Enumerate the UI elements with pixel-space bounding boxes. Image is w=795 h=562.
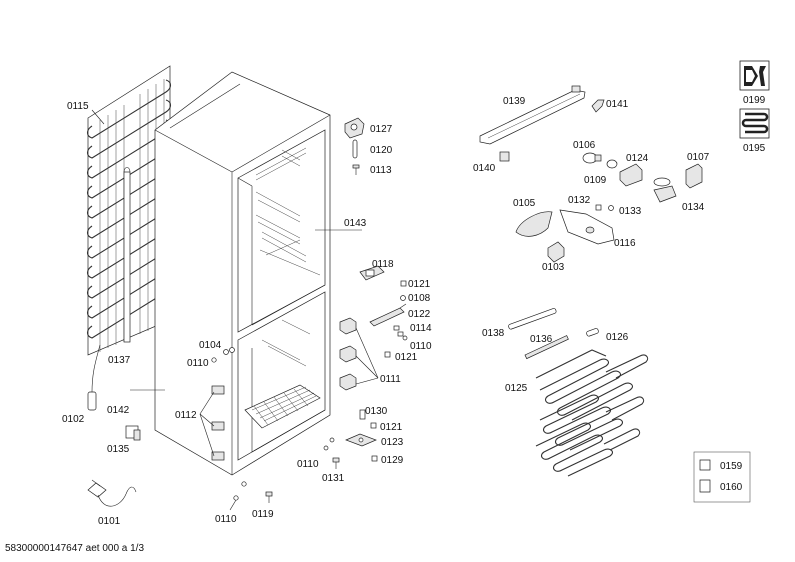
label-0136: 0136 [530, 334, 553, 345]
heating-coil-icon [739, 108, 770, 139]
part-0122-bracket [369, 303, 407, 327]
label-0118: 0118 [372, 259, 394, 270]
evaporator-coil [535, 349, 649, 477]
part-0135-clip [125, 425, 141, 441]
part-0140 [499, 151, 510, 162]
label-0113: 0113 [370, 165, 392, 176]
label-0120: 0120 [370, 145, 393, 156]
label-0123: 0123 [381, 437, 404, 448]
part-0118 [359, 265, 385, 281]
part-0123-plate [345, 433, 377, 447]
part-0132-screw [595, 204, 602, 211]
label-0106: 0106 [573, 140, 596, 151]
label-0108: 0108 [408, 293, 431, 304]
legend-box [693, 451, 751, 503]
label-0132: 0132 [568, 195, 591, 206]
label-0133: 0133 [619, 206, 642, 217]
part-0104-screws [211, 347, 235, 363]
label-0129: 0129 [381, 455, 404, 466]
tools-icon [739, 60, 770, 91]
label-0199: 0199 [743, 95, 766, 106]
label-0110d: 0110 [297, 459, 319, 470]
part-0141-clip [591, 99, 605, 113]
label-0121a: 0121 [408, 279, 431, 290]
label-0124: 0124 [626, 153, 649, 164]
part-0109-knob [606, 159, 618, 169]
label-0107: 0107 [687, 152, 710, 163]
label-0141: 0141 [606, 99, 629, 110]
label-0125: 0125 [505, 383, 528, 394]
label-0138: 0138 [482, 328, 505, 339]
part-0106-bulb [582, 152, 602, 164]
label-0110b: 0110 [215, 514, 237, 525]
label-0104: 0104 [199, 340, 222, 351]
label-0110a: 0110 [187, 358, 209, 369]
part-0138-rod [508, 308, 557, 330]
part-0126 [586, 328, 599, 337]
part-0131-screw [332, 457, 340, 469]
part-0114-screws [393, 325, 408, 341]
label-0126: 0126 [606, 332, 629, 343]
part-0111-blocks [339, 317, 357, 391]
part-0127-hinge [344, 117, 365, 139]
part-0121-screw-a [400, 280, 407, 287]
label-0109: 0109 [584, 175, 607, 186]
part-0121-screw-c [370, 422, 377, 429]
part-0107 [685, 163, 703, 189]
part-0124-switch [619, 163, 643, 187]
label-0111: 0111 [380, 374, 401, 385]
label-0137: 0137 [108, 355, 131, 366]
label-0127: 0127 [370, 124, 393, 135]
part-0116-housing [559, 209, 615, 245]
label-0135: 0135 [107, 444, 130, 455]
part-0120-pin [352, 139, 358, 159]
label-0105: 0105 [513, 198, 536, 209]
label-0103: 0103 [542, 262, 565, 273]
document-footer: 58300000147647 aet 000 a 1/3 [5, 543, 145, 554]
label-0195: 0195 [743, 143, 766, 154]
part-0110-washer [323, 445, 329, 451]
label-0160: 0160 [720, 482, 743, 493]
part-0103-knob [547, 241, 565, 263]
part-0105-cover [515, 211, 553, 237]
label-0115: 0115 [67, 101, 89, 112]
part-0130 [359, 409, 366, 420]
label-0112: 0112 [175, 410, 197, 421]
part-0113-screw [352, 164, 360, 175]
label-0114: 0114 [410, 323, 432, 334]
label-0139: 0139 [503, 96, 526, 107]
label-0159: 0159 [720, 461, 743, 472]
part-0139-rail [479, 85, 586, 145]
label-0121c: 0121 [380, 422, 403, 433]
label-0110c: 0110 [410, 341, 432, 352]
label-0134: 0134 [682, 202, 705, 213]
fridge-cabinet [154, 71, 331, 476]
part-0133 [608, 205, 614, 211]
label-0122: 0122 [408, 309, 431, 320]
label-0143: 0143 [344, 218, 367, 229]
label-0130: 0130 [365, 406, 388, 417]
part-0119-screw [265, 491, 273, 503]
label-0142: 0142 [107, 405, 130, 416]
label-0119: 0119 [252, 509, 274, 520]
part-0108-washer [400, 295, 406, 301]
label-0131: 0131 [322, 473, 345, 484]
part-0134-thermostat [653, 177, 677, 203]
label-0102: 0102 [62, 414, 85, 425]
label-0140: 0140 [473, 163, 496, 174]
label-0116: 0116 [614, 238, 636, 249]
part-0121-screw-b [384, 351, 391, 358]
power-cord [87, 479, 137, 507]
label-0101: 0101 [98, 516, 121, 527]
part-0136-rod [524, 335, 569, 360]
label-0121b: 0121 [395, 352, 418, 363]
part-0129-screw [371, 455, 378, 462]
